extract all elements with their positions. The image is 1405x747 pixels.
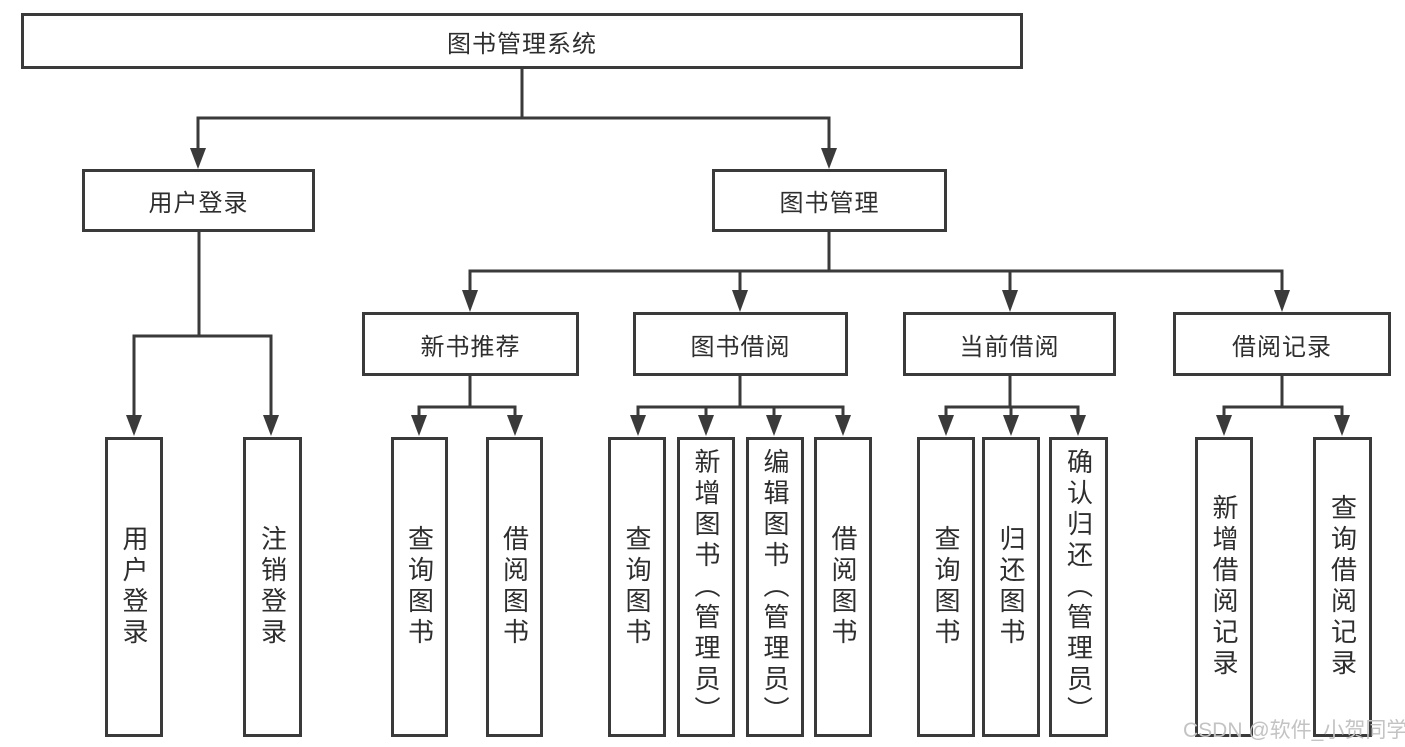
node-logout-login: 注销登录: [243, 437, 302, 737]
connector-book-borrow: [630, 376, 851, 436]
node-user-login-leaf: 用户登录: [105, 437, 163, 737]
node-book-management: 图书管理: [712, 169, 947, 232]
node-new-book-recommend-label: 新书推荐: [420, 333, 521, 361]
node-root: 图书管理系统: [21, 13, 1023, 69]
node-add-book-admin: 新增图书（管理员）: [677, 437, 735, 737]
node-borrow-book-recommend-label: 借阅图书: [499, 525, 530, 649]
node-add-borrow-record: 新增借阅记录: [1195, 437, 1253, 737]
node-borrow-records-label: 借阅记录: [1232, 333, 1332, 361]
node-add-borrow-record-label: 新增借阅记录: [1209, 494, 1239, 680]
node-logout-login-label: 注销登录: [257, 525, 288, 649]
connector-new-book-recommend: [411, 376, 523, 436]
node-book-borrow-label: 图书借阅: [690, 333, 791, 361]
node-confirm-return-admin-label: 确认归还（管理员）: [1063, 447, 1094, 727]
node-root-label: 图书管理系统: [447, 30, 597, 58]
node-edit-book-admin-label: 编辑图书（管理员）: [760, 447, 790, 727]
node-borrow-records: 借阅记录: [1173, 312, 1391, 376]
node-user-login-label: 用户登录: [148, 190, 249, 217]
node-query-book-recommend-label: 查询图书: [404, 525, 435, 649]
node-add-book-admin-label: 新增图书（管理员）: [691, 447, 721, 727]
node-query-book-borrow: 查询图书: [608, 437, 666, 737]
connector-book-management: [462, 232, 1290, 312]
node-user-login: 用户登录: [82, 169, 315, 232]
node-book-management-label: 图书管理: [779, 190, 880, 217]
node-new-book-recommend: 新书推荐: [362, 312, 579, 376]
connector-user-login: [126, 232, 279, 436]
node-edit-book-admin: 编辑图书（管理员）: [746, 437, 804, 737]
node-current-borrow-label: 当前借阅: [959, 333, 1060, 361]
node-borrow-book-leaf: 借阅图书: [814, 437, 872, 737]
node-book-borrow: 图书借阅: [633, 312, 848, 376]
node-borrow-book-recommend: 借阅图书: [486, 437, 543, 737]
node-return-book-label: 归还图书: [996, 525, 1026, 649]
node-query-book-borrow-label: 查询图书: [622, 525, 652, 649]
watermark: CSDN @软件_小贺同学: [1183, 719, 1405, 742]
node-query-book-recommend: 查询图书: [391, 437, 448, 737]
node-query-book-current: 查询图书: [917, 437, 975, 737]
node-user-login-leaf-label: 用户登录: [119, 525, 149, 649]
connector-root: [190, 69, 837, 169]
node-confirm-return-admin: 确认归还（管理员）: [1049, 437, 1108, 737]
node-current-borrow: 当前借阅: [903, 312, 1116, 376]
node-query-borrow-record: 查询借阅记录: [1313, 437, 1372, 737]
node-return-book: 归还图书: [982, 437, 1040, 737]
connector-current-borrow: [938, 376, 1086, 436]
connector-borrow-records: [1216, 376, 1350, 436]
node-query-book-current-label: 查询图书: [931, 525, 961, 649]
node-query-borrow-record-label: 查询借阅记录: [1327, 494, 1358, 680]
node-borrow-book-leaf-label: 借阅图书: [828, 525, 858, 649]
